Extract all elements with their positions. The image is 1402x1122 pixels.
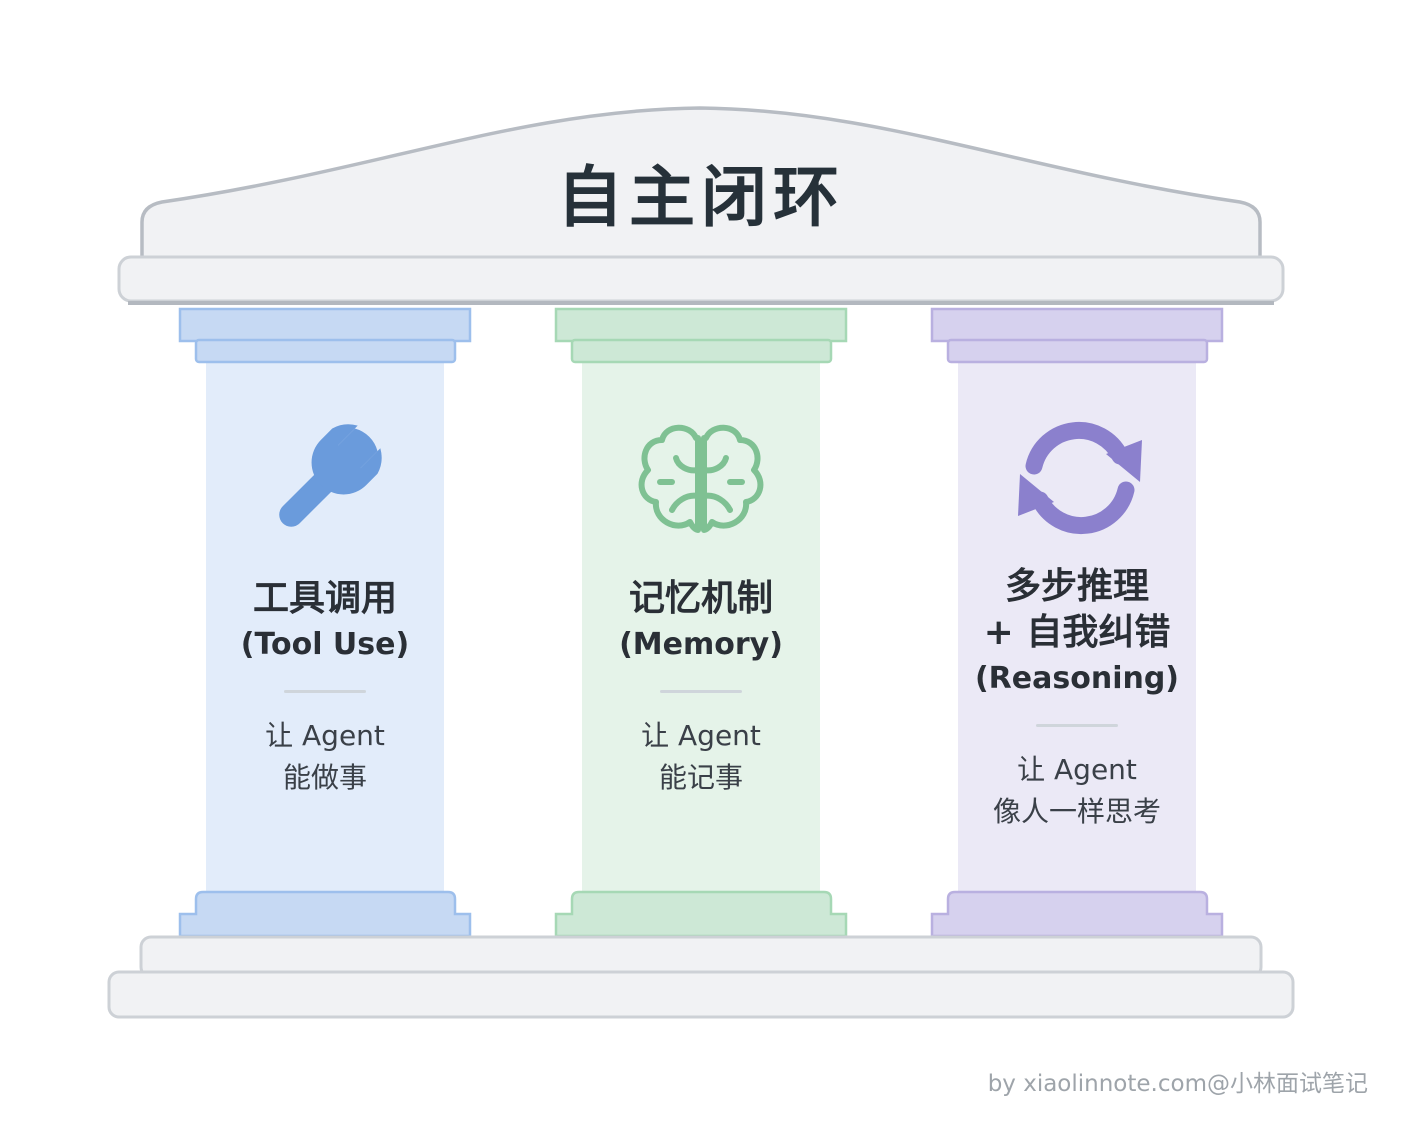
entablature-beam	[117, 255, 1285, 303]
pillar-1-desc-line2: 能做事	[282, 761, 367, 794]
pillar-3-title-line1: 多步推理	[1004, 566, 1149, 607]
cycle-arrows-icon	[1018, 421, 1142, 535]
roof-pediment	[140, 106, 1262, 260]
pillar-3-title-line2: + 自我纠错	[983, 612, 1171, 653]
pillar-2-desc-line1: 让 Agent	[641, 719, 761, 752]
pillar-2-divider	[660, 690, 742, 693]
pillar-2-subtitle: (Memory)	[619, 627, 783, 662]
pillar-1-divider	[284, 690, 366, 693]
base-bottom-step	[107, 970, 1295, 1019]
pillar-3-text: 多步推理 + 自我纠错 (Reasoning) 让 Agent 像人一样思考	[957, 564, 1197, 833]
pillar-memory	[554, 307, 848, 938]
pillar-reasoning	[930, 307, 1224, 938]
pillar-1-text: 工具调用 (Tool Use) 让 Agent 能做事	[205, 576, 445, 799]
pillar-3-divider	[1036, 724, 1118, 727]
pillar-1-subtitle: (Tool Use)	[240, 627, 410, 662]
pillar-1-title: 工具调用	[252, 578, 397, 619]
pillar-tool-use	[178, 307, 472, 938]
footer-credit: by xiaolinnote.com@小林面试笔记	[987, 1071, 1368, 1097]
pillar-2-title: 记忆机制	[628, 578, 773, 619]
brain-icon	[638, 424, 764, 533]
wrench-icon	[279, 424, 382, 527]
diagram-title: 自主闭环	[557, 159, 845, 236]
pillar-3-desc-line1: 让 Agent	[1017, 753, 1137, 786]
pillar-2-text: 记忆机制 (Memory) 让 Agent 能记事	[581, 576, 821, 799]
pillar-3-desc-line2: 像人一样思考	[992, 795, 1161, 828]
pillar-3-subtitle: (Reasoning)	[974, 661, 1180, 696]
pillar-2-desc-line2: 能记事	[658, 761, 743, 794]
pillar-1-desc-line1: 让 Agent	[265, 719, 385, 752]
